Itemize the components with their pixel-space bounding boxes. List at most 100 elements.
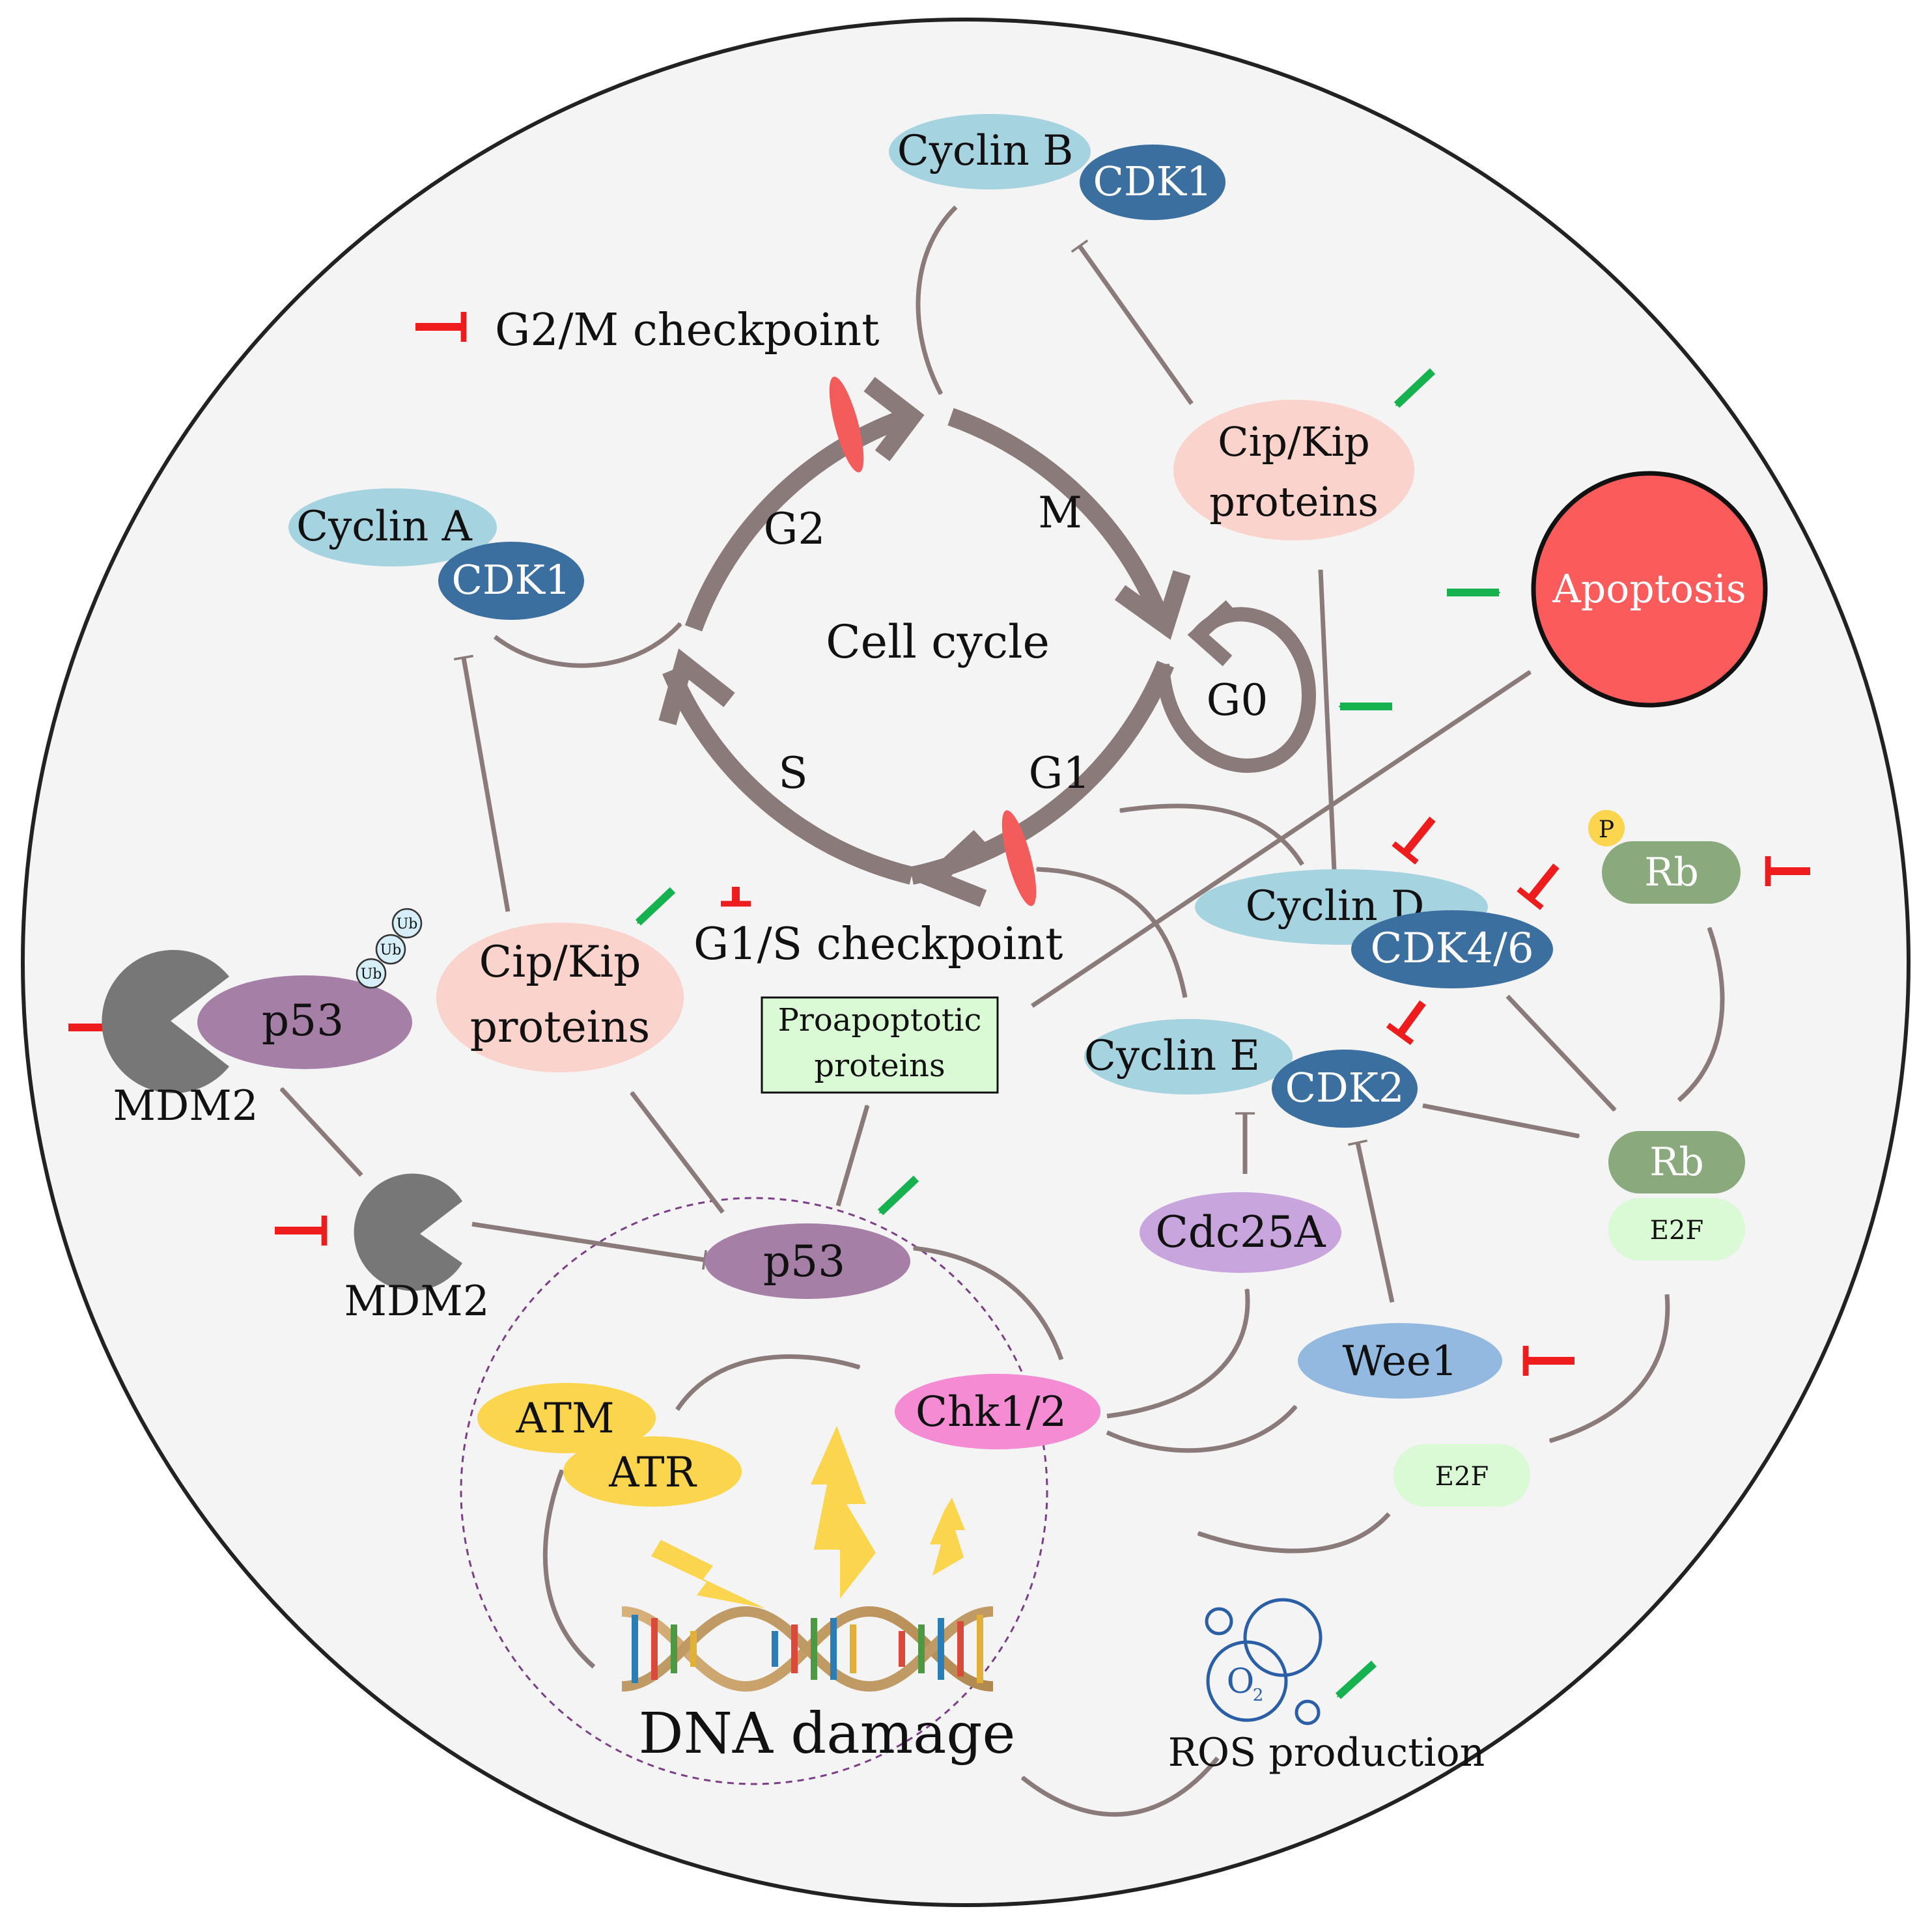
proapoptotic-line1: Proapoptotic — [778, 1002, 982, 1039]
e2f-to-nucleus-arrow — [1198, 1512, 1391, 1554]
proapoptotic-to-apoptosis-arrow — [1031, 670, 1532, 1008]
cell-cycle-ring — [658, 376, 1316, 907]
oxygen-subscript-label: 2 — [1253, 1686, 1264, 1705]
cyclina-to-cycle-arrow — [493, 622, 682, 668]
dna-strand-b — [621, 1606, 994, 1692]
cyclin-e-node — [1084, 1019, 1293, 1094]
e2f-free-label: E2F — [1435, 1462, 1489, 1492]
atm-label: ATM — [516, 1395, 615, 1443]
ubiquitin-label-1: Ub — [361, 966, 382, 983]
mdm2-left-pacman — [102, 949, 229, 1093]
cip-kip-top-line2: proteins — [1209, 478, 1379, 525]
mdm2-to-mdm2-arrow — [279, 1087, 363, 1177]
chk12-label: Chk1/2 — [916, 1388, 1067, 1436]
p53-up-arrow — [877, 1175, 919, 1216]
chk-to-p53-arrow — [914, 1246, 1064, 1361]
cdk2-inhibit-symbol — [1386, 1000, 1426, 1046]
cdc25a-label: Cdc25A — [1155, 1207, 1326, 1257]
atm-node — [477, 1383, 656, 1453]
ubiquitin-label-2: Ub — [380, 942, 402, 958]
g1s-checkpoint-label: G1/S checkpoint — [693, 919, 1063, 970]
apoptosis-node — [1531, 471, 1768, 708]
rb-phospho-label: Rb — [1644, 850, 1699, 895]
ciptop-up-arrow — [1393, 368, 1436, 408]
g0-loop-arrow — [1155, 607, 1316, 773]
apoptosis-label: Apoptosis — [1552, 566, 1746, 612]
bubble-large-o2 — [1206, 1640, 1288, 1722]
ciptop-inhibits-cyclind — [1318, 569, 1345, 887]
dna-to-atm-arrow — [542, 1470, 596, 1669]
cipleft-inhibits-cyclina — [453, 654, 511, 912]
cipleft-up-arrow — [635, 887, 676, 926]
phospho-badge-label: P — [1599, 816, 1614, 843]
cycle-arrowhead-g1 — [917, 830, 987, 907]
lightning-right-icon — [930, 1498, 965, 1576]
cip-kip-left-line2: proteins — [470, 1002, 651, 1052]
g2m-checkpoint-marker — [829, 376, 864, 473]
e2f-bound-to-free-arrow — [1550, 1294, 1670, 1443]
cycline-to-g1s-arrow — [1037, 867, 1188, 998]
cdk46-label: CDK4/6 — [1370, 925, 1533, 973]
cycle-arc-g2 — [684, 408, 912, 632]
cdk1-b-node — [1080, 145, 1225, 220]
cyclin-a-label: Cyclin A — [296, 503, 472, 551]
p53-center-node — [705, 1223, 910, 1299]
chk-to-cdc25a-arrow — [1106, 1289, 1250, 1419]
ros-up-arrow — [1335, 1660, 1377, 1699]
nucleus-boundary — [460, 1197, 1048, 1785]
p53-left-node — [197, 975, 412, 1069]
oxygen-symbol-label: O — [1227, 1662, 1255, 1701]
phase-s-label: S — [778, 748, 807, 798]
cdk2-label: CDK2 — [1285, 1064, 1405, 1111]
g1s-checkpoint-marker — [1001, 810, 1037, 906]
cdc25a-node — [1140, 1192, 1341, 1273]
upregulation-arrows — [635, 368, 1499, 1699]
cdk2-to-rbe2f-arrow — [1422, 1103, 1579, 1139]
bubble-medium-right — [1243, 1598, 1323, 1677]
rb-bound-label: Rb — [1649, 1139, 1704, 1185]
bubble-small-top — [1205, 1607, 1233, 1636]
p53-to-proapoptotic-arrow — [835, 1106, 870, 1206]
atr-node — [563, 1436, 742, 1507]
cyclind-to-g1-arrow — [1120, 803, 1304, 866]
e2f-bound-node — [1608, 1198, 1745, 1261]
rb-bound-node — [1608, 1131, 1745, 1193]
proapoptotic-node — [761, 996, 999, 1094]
chk12-node — [895, 1374, 1100, 1449]
cip-kip-left-node — [436, 923, 684, 1072]
cyclin-e-label: Cyclin E — [1084, 1032, 1260, 1080]
dna-base-pairs — [632, 1615, 983, 1683]
p53-left-label: p53 — [262, 996, 344, 1046]
lightning-left-icon — [651, 1540, 765, 1608]
dna-damage-label: DNA damage — [639, 1701, 1016, 1766]
wee1-label: Wee1 — [1342, 1337, 1457, 1386]
atr-label: ATR — [608, 1449, 697, 1497]
cip-kip-left-line1: Cip/Kip — [479, 937, 641, 987]
cyclinb-to-cycle-arrow — [916, 205, 958, 395]
e2f-free-node — [1393, 1444, 1530, 1507]
phase-g1-label: G1 — [1029, 748, 1091, 798]
cdk1-a-label: CDK1 — [452, 556, 571, 604]
rbe2f-to-phosphorb-arrow — [1677, 928, 1725, 1102]
cdk2-node — [1272, 1050, 1418, 1128]
cycle-arrowhead-m — [1114, 570, 1191, 640]
phase-m-label: M — [1038, 488, 1082, 538]
wee1-inhibits-cdk2 — [1347, 1139, 1395, 1303]
cdk1-a-node — [438, 542, 584, 620]
cyclin-a-node — [288, 488, 497, 566]
phase-g0-label: G0 — [1207, 675, 1268, 725]
ubiquitin-node-3 — [391, 908, 423, 939]
p53-center-label: p53 — [763, 1236, 845, 1287]
phase-g2-label: G2 — [764, 504, 826, 554]
oxygen-bubbles-icon — [1205, 1598, 1323, 1725]
mdm2-inhibits-p53 — [471, 1221, 708, 1270]
cdk46-to-rbe2f-arrow — [1505, 994, 1617, 1112]
e2f-bound-label: E2F — [1650, 1216, 1703, 1246]
ubiquitin-node-2 — [375, 934, 406, 965]
lightning-center-icon — [811, 1426, 876, 1598]
ros-label: ROS production — [1168, 1730, 1485, 1776]
cyclin-b-node — [889, 114, 1091, 189]
wee1-node — [1298, 1323, 1502, 1399]
g2m-checkpoint-label: G2/M checkpoint — [495, 305, 879, 356]
